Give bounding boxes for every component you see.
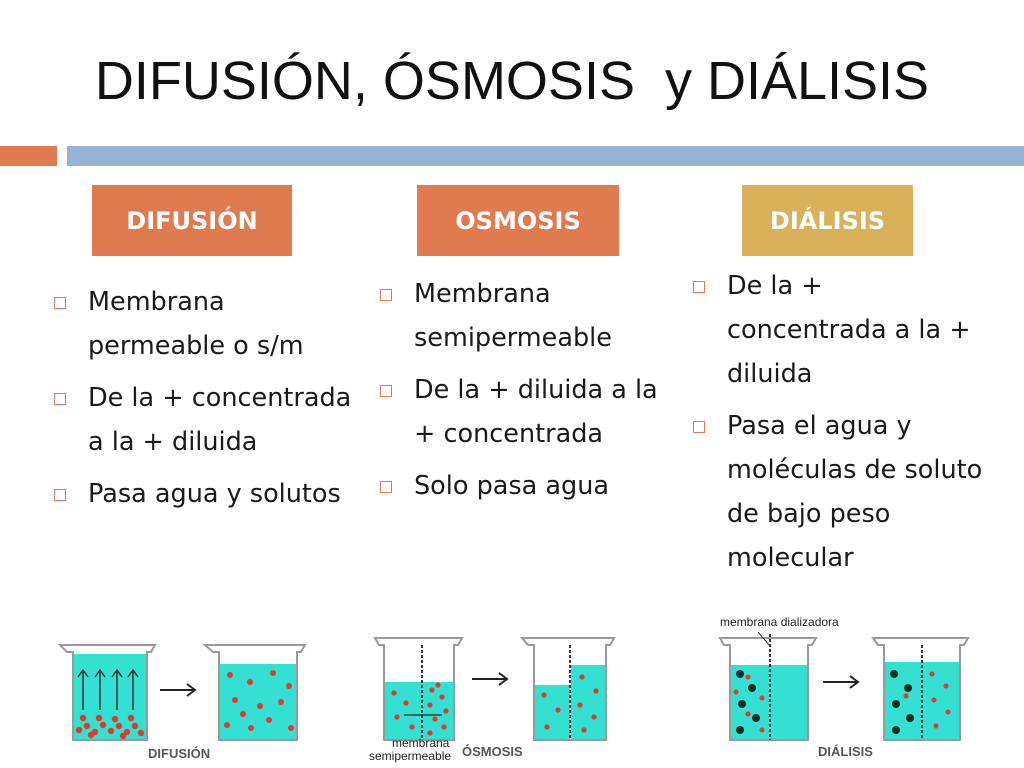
label-osmosis-text: OSMOSIS bbox=[455, 206, 581, 235]
osmosis-membrane-label-1: membrana bbox=[392, 736, 450, 750]
label-difusion: DIFUSIÓN bbox=[92, 185, 292, 256]
bullet-item: Membrana permeable o s/m bbox=[50, 280, 360, 368]
square-bullet-icon bbox=[54, 297, 66, 309]
square-bullet-icon bbox=[380, 385, 392, 397]
slide-title: DIFUSIÓN, ÓSMOSIS y DIÁLISIS bbox=[94, 51, 930, 111]
square-bullet-icon bbox=[380, 289, 392, 301]
column-osmosis: Membrana semipermeable De la + diluida a… bbox=[376, 272, 666, 516]
label-osmosis: OSMOSIS bbox=[417, 185, 619, 256]
label-dialisis-text: DIÁLISIS bbox=[769, 206, 886, 235]
bullet-item: Pasa el agua y moléculas de soluto de ba… bbox=[689, 404, 989, 580]
column-dialisis: De la + concentrada a la + diluida Pasa … bbox=[689, 264, 989, 588]
dialisis-membrane-label: membrana dializadora bbox=[720, 615, 839, 629]
dialisis-diagram bbox=[718, 632, 970, 741]
square-bullet-icon bbox=[54, 489, 66, 501]
square-bullet-icon bbox=[380, 481, 392, 493]
bullet-item: De la + concentrada a la + diluida bbox=[689, 264, 989, 396]
accent-bar-blue bbox=[67, 146, 1024, 166]
label-dialisis: DIÁLISIS bbox=[742, 185, 913, 256]
accent-bar-orange bbox=[0, 146, 57, 166]
square-bullet-icon bbox=[54, 393, 66, 405]
bullet-item: Membrana semipermeable bbox=[376, 272, 666, 360]
bullet-item: Solo pasa agua bbox=[376, 464, 666, 508]
square-bullet-icon bbox=[693, 421, 705, 433]
osmosis-caption: ÓSMOSIS bbox=[462, 744, 523, 759]
square-bullet-icon bbox=[693, 281, 705, 293]
difusion-diagram bbox=[57, 644, 307, 741]
dialisis-caption: DIÁLISIS bbox=[818, 744, 873, 759]
bullet-item: Pasa agua y solutos bbox=[50, 472, 360, 516]
column-difusion: Membrana permeable o s/m De la + concent… bbox=[50, 280, 360, 524]
osmosis-diagram bbox=[373, 637, 616, 741]
bullet-item: De la + concentrada a la + diluida bbox=[50, 376, 360, 464]
osmosis-membrane-label-2: semipermeable bbox=[369, 749, 452, 763]
label-difusion-text: DIFUSIÓN bbox=[126, 206, 258, 235]
difusion-caption: DIFUSIÓN bbox=[148, 746, 211, 761]
bullet-item: De la + diluida a la + concentrada bbox=[376, 368, 666, 456]
